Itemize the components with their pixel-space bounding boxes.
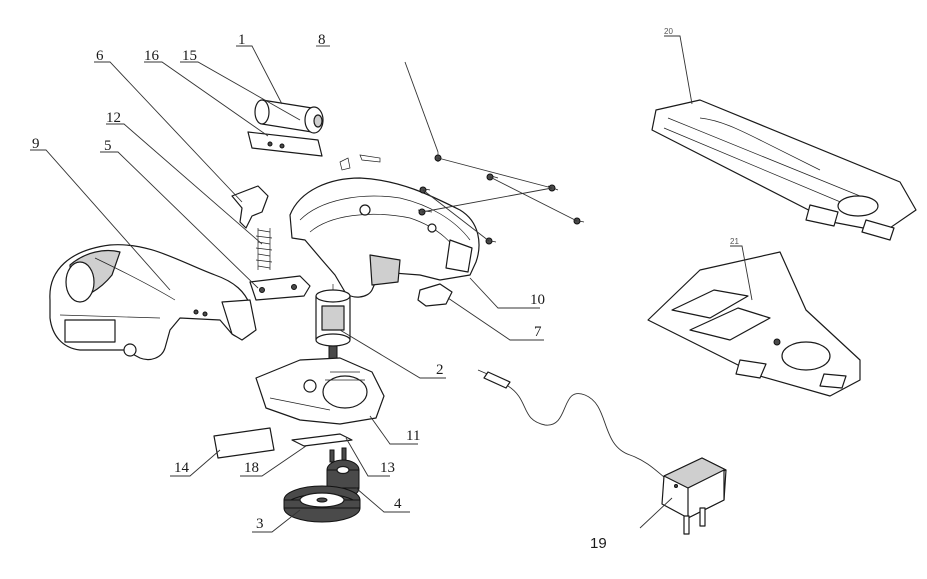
- callout-4: 4: [394, 496, 402, 512]
- callout-13: 13: [380, 460, 395, 476]
- callout-1: 1: [238, 32, 246, 48]
- callout-16: 16: [144, 48, 160, 64]
- callout-19: 19: [590, 535, 607, 552]
- switch-button: [231, 185, 269, 229]
- callout-20: 20: [664, 27, 673, 36]
- callout-10: 10: [530, 292, 545, 308]
- callout-3: 3: [256, 516, 264, 532]
- spring: [255, 228, 273, 270]
- callout-21: 21: [730, 237, 739, 246]
- top-housing: [289, 177, 480, 298]
- hedge-blade: [651, 99, 917, 241]
- callout-6: 6: [96, 48, 104, 64]
- callout-2: 2: [436, 362, 444, 378]
- foam-block: [213, 427, 275, 459]
- large-gear: [283, 485, 361, 523]
- battery-pack: [254, 99, 324, 134]
- motor: [315, 284, 351, 361]
- callout-5: 5: [104, 138, 112, 154]
- gear-plate: [291, 433, 353, 463]
- gear-housing: [255, 357, 385, 425]
- callout-18: 18: [244, 460, 259, 476]
- callout-labels: 1 8 16 15 6 12 5 9 10 7 2 11 13 18 14 4 …: [32, 27, 739, 552]
- callout-7: 7: [534, 324, 542, 340]
- screws: [404, 61, 585, 245]
- callout-9: 9: [32, 136, 40, 152]
- switch-lever: [249, 275, 311, 301]
- callout-14: 14: [174, 460, 190, 476]
- shear-blade: [647, 251, 861, 397]
- leader-lines: [30, 35, 753, 533]
- handle-housing: [49, 244, 257, 361]
- callout-11: 11: [406, 428, 420, 444]
- callout-15: 15: [182, 48, 197, 64]
- callout-8: 8: [318, 32, 326, 48]
- charger: [477, 369, 727, 535]
- lock-knob: [417, 283, 453, 307]
- callout-12: 12: [106, 110, 121, 126]
- battery-plate: [247, 131, 381, 171]
